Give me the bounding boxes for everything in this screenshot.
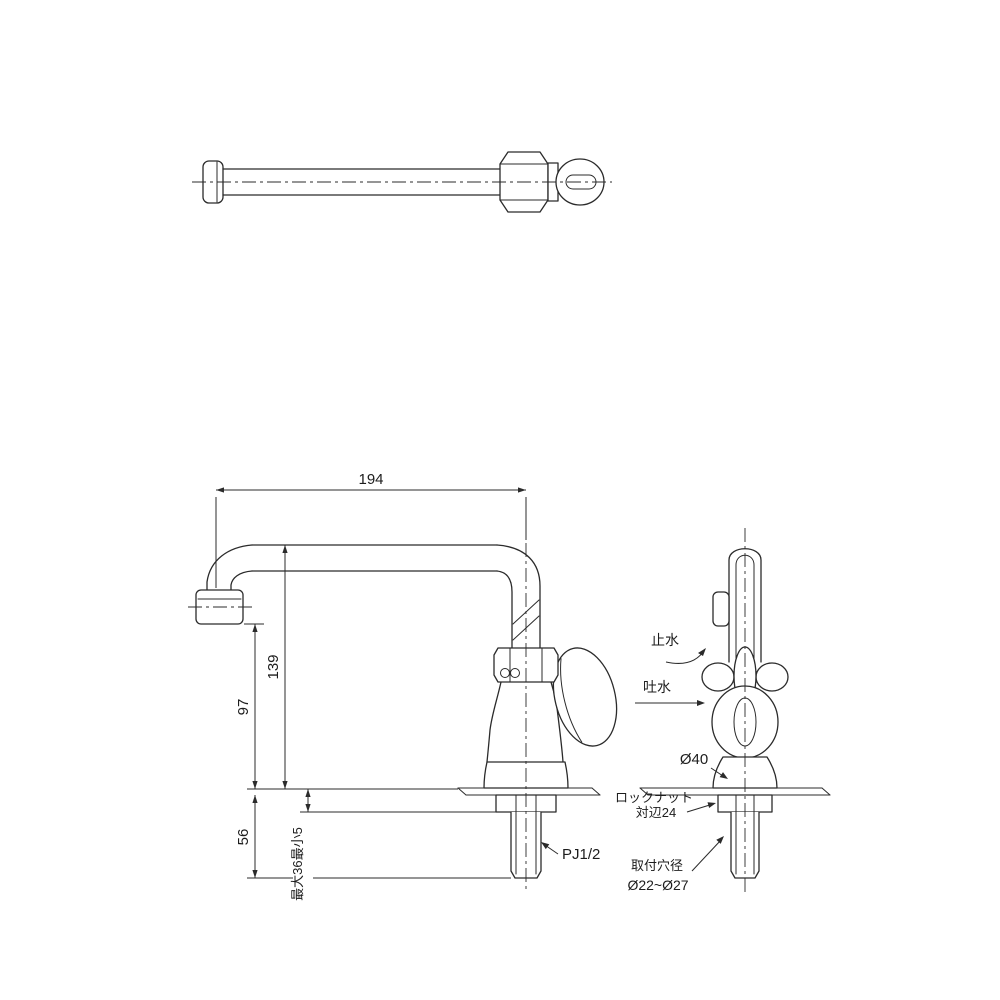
front-swivel-nut (493, 647, 559, 683)
locknut-callout: ロックナット 対辺24 (615, 790, 716, 820)
drawing-line (698, 648, 706, 656)
drawing-line (206, 544, 253, 591)
drawing-line (560, 658, 583, 743)
drawing-line (821, 787, 831, 796)
drawing-line (716, 836, 724, 844)
drawing-line (697, 700, 705, 706)
drawing-line (252, 624, 258, 632)
front-handle (552, 647, 618, 747)
dim-spout-height: 139 (250, 544, 294, 789)
dim-139-label: 139 (265, 654, 282, 679)
front-view: 194 139 97 56 (188, 471, 618, 901)
front-body (486, 681, 564, 763)
thread-label: PJ1/2 (562, 846, 600, 863)
drawing-line (282, 781, 288, 789)
dim-spout-reach: 194 (215, 471, 527, 588)
top-view (192, 151, 612, 213)
side-deck (639, 787, 831, 796)
drawing-line (216, 487, 224, 493)
drawing-line (552, 647, 618, 747)
mount-hole-title: 取付穴径 (631, 858, 683, 873)
front-spout (195, 544, 541, 649)
drawing-line (252, 870, 258, 878)
drawing-line (282, 545, 288, 553)
handle-right-wing (755, 662, 789, 692)
discharge-label: 吐水 (643, 679, 671, 695)
stop-water-label: 止水 (651, 632, 679, 648)
stop-water-callout: 止水 (651, 632, 706, 664)
locknut-flats-label: 対辺24 (636, 805, 676, 820)
dim-56-label: 56 (235, 829, 252, 846)
drawing-line (518, 487, 526, 493)
locknut-label: ロックナット (615, 790, 693, 805)
mount-hole-range: Ø22~Ø27 (627, 877, 688, 893)
index-button (500, 668, 510, 678)
drawing-line (305, 789, 311, 797)
drawing-line (252, 795, 258, 803)
drawing-line (496, 570, 513, 649)
body-diameter-callout: Ø40 (680, 751, 728, 779)
body-diameter-label: Ø40 (680, 751, 708, 768)
drawing-line (496, 544, 541, 649)
drawing-line (707, 802, 716, 808)
thread-callout: PJ1/2 (541, 842, 600, 863)
drawing-line (230, 570, 253, 591)
drawing-line (639, 787, 649, 796)
dim-outlet-height: 97 (235, 623, 264, 789)
dim-97-label: 97 (235, 699, 252, 716)
drawing-line (305, 804, 311, 812)
drawing-line (541, 842, 550, 850)
side-spout-tip (712, 591, 730, 627)
dim-deck-thickness-label: 最大36最小5 (290, 827, 305, 901)
side-spout (712, 548, 762, 663)
discharge-callout: 吐水 (635, 679, 705, 706)
front-deck (457, 787, 601, 796)
dim-deck-thickness: 最大36最小5 (290, 789, 496, 901)
drawing-line (691, 839, 722, 872)
drawing-line (252, 781, 258, 789)
mount-hole-callout: 取付穴径 Ø22~Ø27 (627, 836, 724, 893)
drawing-line (665, 648, 706, 664)
drawing-line (591, 787, 601, 796)
index-button (510, 668, 520, 678)
drawing-line (486, 681, 502, 763)
dim-194-label: 194 (358, 471, 383, 488)
dim-shank-length: 56 (235, 795, 511, 879)
handle-left-wing (701, 662, 735, 692)
drawing-line (719, 772, 728, 779)
drawing-line (457, 787, 467, 796)
side-view: 止水 吐水 Ø40 ロックナット 対辺24 取付穴径 Ø22~Ø27 (615, 528, 831, 893)
